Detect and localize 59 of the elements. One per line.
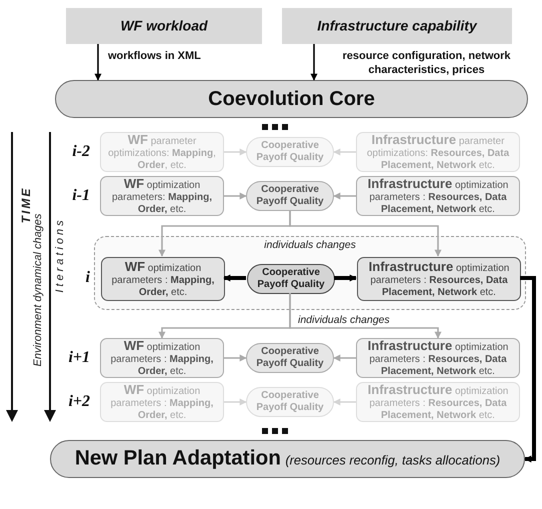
output-box	[50, 440, 525, 478]
iteration-region	[94, 236, 526, 310]
node-text: WF optimization parameters : Mapping, Order, etc.	[110, 259, 216, 299]
node-text: Cooperative Payoff Quality	[256, 267, 326, 291]
node-text: WF optimization parameters : Mapping, Order, etc.	[110, 382, 214, 422]
node-text: Cooperative Payoff Quality	[255, 140, 325, 164]
node-text: Infrastructure optimization parameters : Resources, Data Placement, Network etc.	[366, 176, 510, 216]
core-box	[55, 80, 528, 118]
parameter-box	[100, 338, 224, 378]
payoff-pill	[246, 181, 334, 211]
node-text: Cooperative Payoff Quality	[255, 390, 325, 414]
node-text: WF parameter optimizations: Mapping, Order, etc.	[107, 132, 217, 172]
parameter-box	[101, 257, 225, 301]
source-box	[66, 8, 262, 44]
node-text: Infrastructure optimization parameters : Resources, Data Placement, Network etc.	[366, 338, 510, 378]
arrow	[310, 44, 318, 81]
parameter-box	[100, 176, 224, 216]
iteration-label: i-2	[71, 142, 90, 162]
node-text: New Plan Adaptation (resources reconfig, tasks allocations)	[74, 446, 502, 472]
payoff-pill	[246, 137, 334, 167]
iteration-label: i-1	[71, 186, 90, 206]
iteration-label: i+2	[67, 392, 90, 412]
arrow	[224, 398, 247, 406]
axis-label: TIME	[19, 186, 33, 226]
arrow	[224, 192, 247, 200]
arrow	[224, 354, 247, 362]
node-text: Cooperative Payoff Quality	[255, 184, 325, 208]
source-box	[282, 8, 512, 44]
iteration-label: i+1	[67, 348, 90, 368]
arrow	[334, 274, 357, 282]
arrow	[333, 354, 356, 362]
arrow	[520, 276, 536, 462]
arrow	[223, 274, 246, 282]
parameter-box	[100, 382, 224, 422]
node-text: Infrastructure parameter optimizations: Resources, Data Placement, Network etc.	[366, 132, 510, 172]
node-text: Infrastructure optimization parameters : Resources, Data Placement, Network etc.	[368, 259, 510, 299]
arrow	[224, 148, 247, 156]
node-text: WF optimization parameters : Mapping, Order, etc.	[110, 338, 214, 378]
edge-label: individuals changes	[296, 314, 392, 326]
edge-label: workflows in XML	[106, 50, 203, 62]
payoff-pill	[246, 343, 334, 373]
node-text: WF workload	[119, 18, 209, 34]
payoff-pill	[246, 387, 334, 417]
payoff-pill	[247, 264, 335, 294]
node-text: Coevolution Core	[207, 87, 376, 111]
arrow	[333, 192, 356, 200]
axis-label: Iterations	[53, 216, 67, 295]
arrow	[333, 148, 356, 156]
arrow	[289, 293, 442, 339]
region-label: individuals changes	[264, 239, 356, 252]
parameter-box	[357, 257, 521, 301]
arrow	[94, 44, 102, 81]
arrow	[333, 398, 356, 406]
node-text: Infrastructure capability	[316, 18, 478, 34]
node-text: Cooperative Payoff Quality	[255, 346, 325, 370]
node-text: WF optimization parameters: Mapping, Order, etc.	[110, 176, 214, 216]
axis-label: Environment dynamical chages	[31, 212, 45, 368]
node-text: Infrastructure optimization parameters : Resources, Data Placement, Network etc.	[366, 382, 510, 422]
arrow	[289, 211, 442, 257]
